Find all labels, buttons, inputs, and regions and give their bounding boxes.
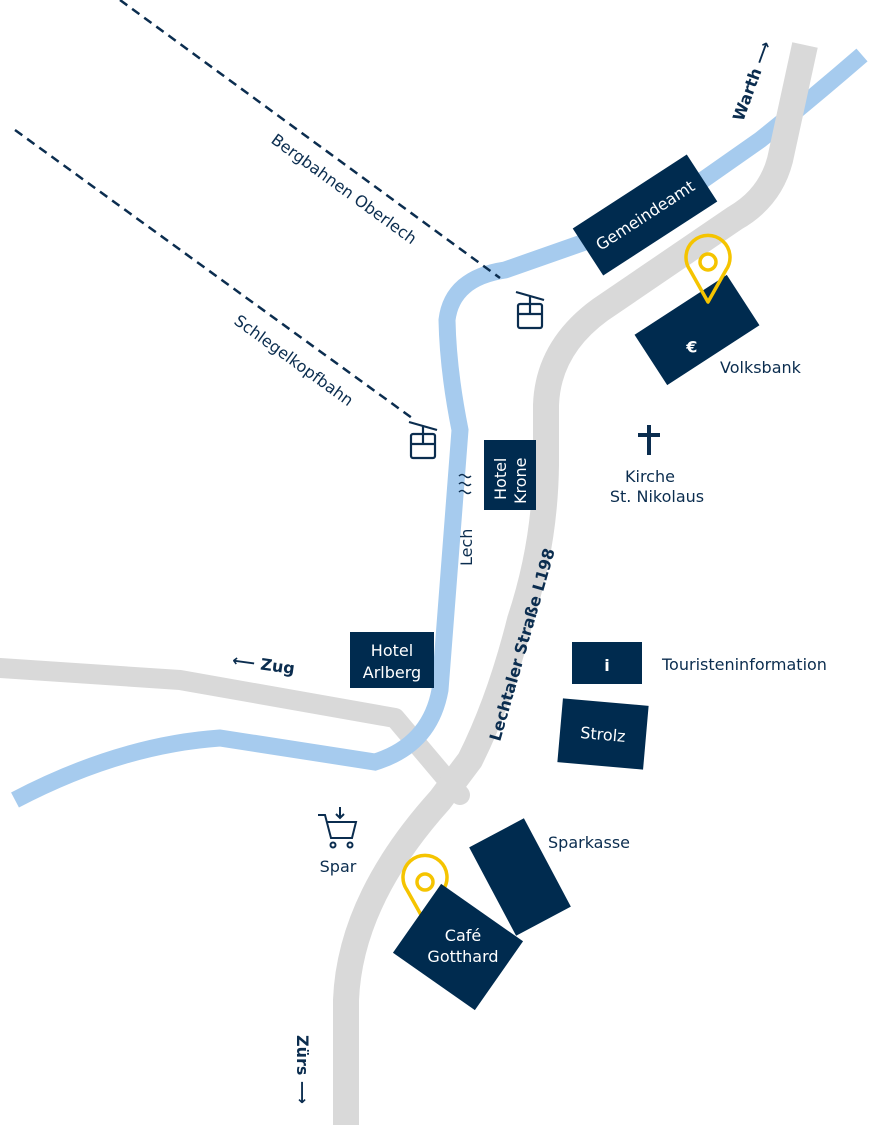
cable-line-oberlech — [119, 0, 501, 280]
church-cross-icon — [638, 425, 660, 455]
hotel-krone-label: Hotel — [491, 458, 510, 500]
gondola-icon — [515, 290, 545, 330]
location-pin-icon — [401, 853, 449, 924]
spar-label: Spar — [320, 857, 357, 876]
cable-line-schlegelkopf — [14, 128, 413, 420]
waves-icon — [458, 473, 472, 495]
euro-icon: € — [685, 338, 697, 357]
road-to-zug — [0, 658, 470, 805]
direction-zuers: Zürs ⟶ — [293, 1035, 312, 1104]
info-icon: i — [604, 656, 609, 675]
label-schlegelkopfbahn: Schlegelkopfbahn — [231, 311, 357, 410]
direction-zug: ⟵ Zug — [231, 651, 296, 679]
building-hotel-arlberg[interactable]: Hotel Arlberg — [350, 632, 434, 688]
building-sparkasse[interactable] — [469, 818, 571, 936]
building-touristeninformation[interactable]: i — [572, 642, 642, 684]
gondola-icon — [408, 420, 438, 460]
kirche-label-2: St. Nikolaus — [610, 487, 704, 506]
river-label: Lech — [457, 529, 476, 566]
building-hotel-krone[interactable]: Hotel Krone — [484, 440, 536, 510]
strolz-label: Strolz — [580, 723, 627, 746]
hotel-arlberg-label: Hotel — [371, 641, 413, 660]
direction-warth: Warth ⟶ — [729, 39, 775, 124]
river-lech — [11, 48, 868, 808]
cafe-label: Café — [445, 926, 481, 945]
building-strolz[interactable]: Strolz — [557, 698, 649, 770]
hotel-krone-label-2: Krone — [511, 458, 530, 505]
building-cafe-gotthard[interactable]: Café Gotthard — [392, 883, 524, 1011]
hotel-arlberg-label-2: Arlberg — [363, 663, 421, 682]
info-label: Touristeninformation — [661, 655, 827, 674]
label-bergbahnen-oberlech: Bergbahnen Oberlech — [268, 130, 421, 248]
shopping-cart-icon — [318, 807, 358, 849]
location-pin-icon — [684, 233, 732, 304]
building-volksbank[interactable]: € — [634, 274, 760, 386]
kirche-label: Kirche — [625, 467, 675, 486]
sparkasse-label: Sparkasse — [548, 833, 630, 852]
road-lechtaler-strasse — [333, 42, 818, 1125]
cafe-label-2: Gotthard — [427, 947, 498, 966]
volksbank-label: Volksbank — [720, 358, 802, 377]
